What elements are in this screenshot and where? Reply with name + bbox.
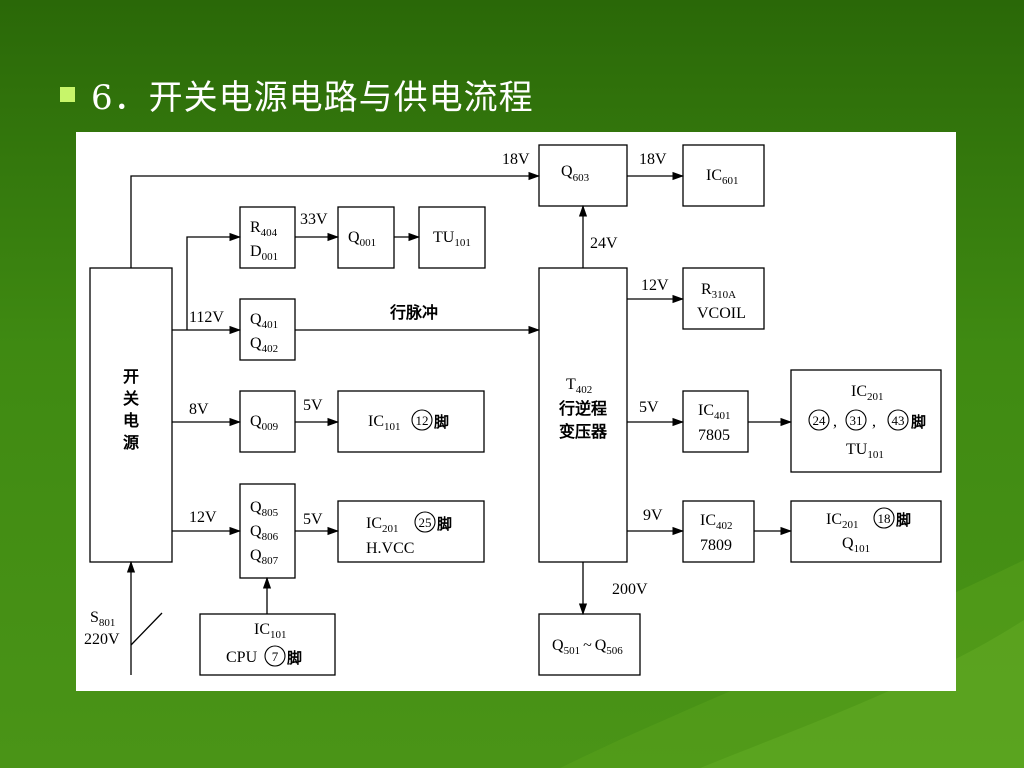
pin-circle-31 — [845, 409, 867, 431]
pin-43-label: 43 — [892, 413, 905, 428]
r310a-label: R310A — [701, 281, 736, 301]
label-18v-in: 18V — [502, 151, 530, 168]
ic101-label: IC101 — [368, 413, 401, 433]
ic101-pin-suffix: 脚 — [434, 413, 449, 431]
pin-separator-2: , — [872, 413, 876, 430]
pin-circle-7 — [264, 645, 286, 667]
pin-31-label: 31 — [850, 413, 863, 428]
ic401-model: 7805 — [698, 427, 730, 444]
ic402-model: 7809 — [700, 537, 732, 554]
slide-header: 6．开关电源电路与供电流程 — [60, 70, 534, 119]
label-112v: 112V — [189, 309, 224, 326]
pin-25-label: 25 — [419, 515, 432, 530]
label-12v: 12V — [189, 509, 217, 526]
label-12v-r310a: 12V — [641, 277, 669, 294]
wire-to-r404 — [186, 232, 242, 330]
pin-circle-12 — [411, 409, 433, 431]
pin-7-label: 7 — [272, 649, 279, 664]
label-24v: 24V — [590, 235, 618, 252]
ic401-label: IC401 — [698, 402, 731, 422]
q402-label: Q402 — [250, 335, 278, 355]
pin-separator-1: , — [833, 413, 837, 430]
pin-12-label: 12 — [416, 413, 429, 428]
pin-circle-43 — [887, 409, 909, 431]
ic201-tu101-label: TU101 — [846, 441, 884, 461]
hvcc-label: H.VCC — [366, 540, 414, 557]
label-5v-t402: 5V — [639, 399, 659, 416]
cpu-pin-suffix: 脚 — [287, 649, 302, 667]
power-supply-block-diagram: 开 关 电 源 R404 D001 Q001 TU101 Q603 IC601 … — [84, 144, 942, 676]
ic201-pin25-label: IC201 — [366, 515, 399, 535]
power-supply-char-4: 源 — [123, 433, 139, 452]
t402-line3: 变压器 — [559, 422, 608, 441]
label-18v-out: 18V — [639, 151, 667, 168]
wire-18v-to-q603 — [130, 171, 541, 268]
ic201-multi-suffix: 脚 — [911, 413, 926, 431]
slide-title: 6．开关电源电路与供电流程 — [91, 78, 534, 118]
cpu-ic101-label: IC101 — [254, 621, 287, 641]
q603-label: Q603 — [561, 163, 590, 184]
diagram-panel: 开 关 电 源 R404 D001 Q001 TU101 Q603 IC601 … — [76, 132, 956, 691]
ic201-pin18-label: IC201 — [826, 511, 859, 531]
r404-label: R404 — [250, 219, 278, 239]
q009-label: Q009 — [250, 413, 279, 433]
tu101-label: TU101 — [433, 229, 471, 249]
q401-label: Q401 — [250, 311, 278, 331]
s801-label: S801 — [90, 609, 115, 629]
bullet-icon — [60, 87, 75, 102]
ic201-multi-label: IC201 — [851, 383, 884, 403]
pin-18-label: 18 — [878, 511, 891, 526]
q501-q506-label: Q501~Q506 — [552, 637, 623, 657]
pin-circle-24 — [808, 409, 830, 431]
power-supply-char-3: 电 — [123, 411, 139, 430]
label-5v-q009: 5V — [303, 397, 323, 414]
label-33v: 33V — [300, 211, 328, 228]
ic101-pin12-box — [337, 390, 485, 453]
d001-label: D001 — [250, 243, 278, 263]
pin-circle-25 — [414, 511, 436, 533]
ic402-label: IC402 — [700, 512, 733, 532]
label-9v: 9V — [643, 507, 663, 524]
ac-220v-label: 220V — [84, 631, 120, 648]
cpu-label: CPU — [226, 649, 258, 666]
q001-label: Q001 — [348, 229, 376, 249]
vcoil-label: VCOIL — [697, 305, 746, 322]
ic201-pin18-suffix: 脚 — [896, 511, 911, 529]
pin-circle-18 — [873, 507, 895, 529]
label-hpulse: 行脉冲 — [389, 303, 438, 322]
label-200v: 200V — [612, 581, 648, 598]
switch-s801 — [130, 612, 163, 646]
power-supply-char-2: 关 — [123, 389, 139, 408]
q807-label: Q807 — [250, 547, 279, 567]
ic201-pin25-suffix: 脚 — [437, 515, 452, 533]
power-supply-char-1: 开 — [123, 367, 139, 386]
label-5v-q805: 5V — [303, 511, 323, 528]
q501-q506-box — [538, 613, 641, 676]
q101-label: Q101 — [842, 535, 870, 555]
q805-label: Q805 — [250, 499, 279, 519]
label-8v: 8V — [189, 401, 209, 418]
t402-line2: 行逆程 — [558, 399, 607, 418]
q806-label: Q806 — [250, 523, 279, 543]
t402-label: T402 — [566, 376, 592, 396]
pin-24-label: 24 — [813, 413, 827, 428]
ic601-label: IC601 — [706, 167, 739, 187]
